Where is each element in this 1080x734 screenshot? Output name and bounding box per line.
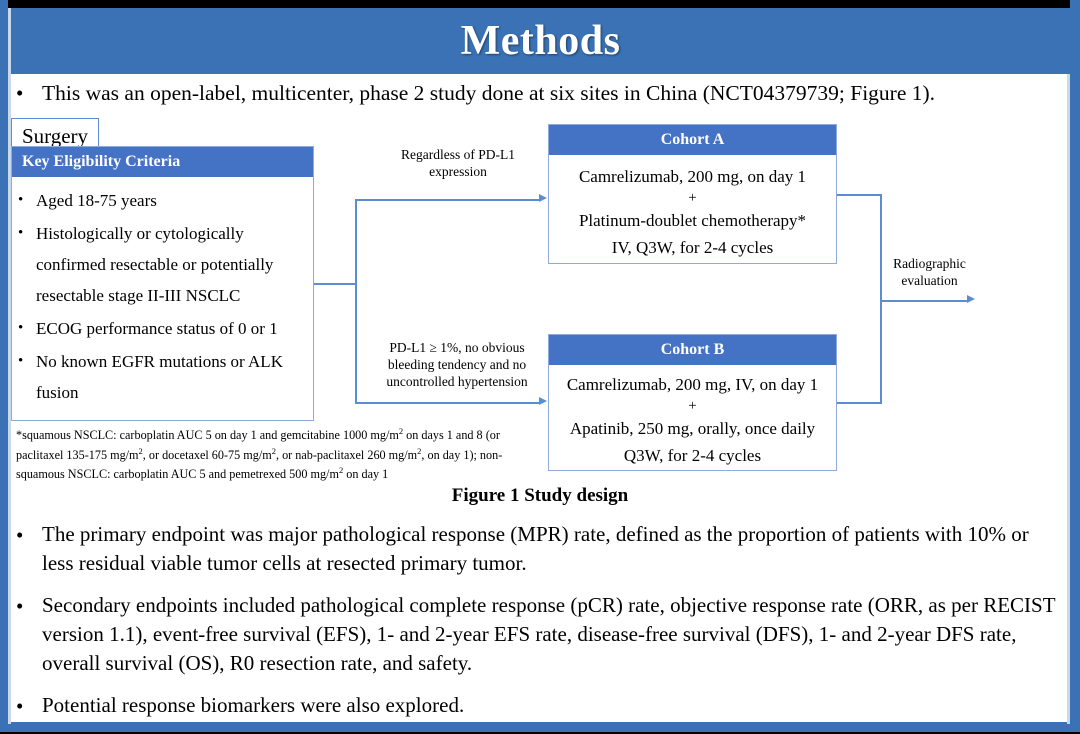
list-item: • Secondary endpoints included pathologi… <box>16 591 1062 678</box>
footnote-part-2: on days 1 and 8 (or paclitaxel 135-175 m… <box>16 428 500 462</box>
cohort-b-line-2: Apatinib, 250 mg, orally, once daily <box>569 419 816 438</box>
bullet-marker-icon: • <box>18 192 24 208</box>
eligibility-item-text: ECOG performance status of 0 or 1 <box>36 319 278 338</box>
list-item: • ECOG performance status of 0 or 1 <box>18 313 307 344</box>
bullet-marker-icon: • <box>16 594 24 618</box>
list-item: • Potential response biomarkers were als… <box>16 691 1062 721</box>
endpoints-bullet-list: • The primary endpoint was major patholo… <box>16 520 1062 734</box>
footnote-part-4: , or nab-paclitaxel 260 mg/m <box>275 447 418 462</box>
cohort-a-header: Cohort A <box>549 125 836 155</box>
bullet-marker-icon: • <box>18 353 24 369</box>
connector-cohort-b-out <box>837 402 882 404</box>
footnote-part-5: , on day 1); non-squamous NSCLC: carbopl… <box>16 447 503 482</box>
cohort-b-line-1: Camrelizumab, 200 mg, IV, on day 1 <box>566 375 819 394</box>
list-item: • Histologically or cytologically confir… <box>18 218 307 311</box>
edge-label-upper: Regardless of PD-L1 expression <box>401 147 515 179</box>
frame-bottom-border <box>0 722 1080 732</box>
footnote-part-6: on day 1 <box>343 467 389 482</box>
secondary-endpoints-text: Secondary endpoints included pathologica… <box>42 593 1056 675</box>
slide-title-band: Methods <box>11 8 1070 74</box>
eligibility-criteria-box: Key Eligibility Criteria • Aged 18-75 ye… <box>11 146 314 421</box>
bullet-marker-icon: • <box>16 694 24 718</box>
edge-label-lower: PD-L1 ≥ 1%, no obvious bleeding tendency… <box>386 340 528 389</box>
frame-top-border <box>0 0 1080 8</box>
list-item: • The primary endpoint was major patholo… <box>16 520 1062 578</box>
cohort-b-plus: + <box>688 398 697 414</box>
footnote-sup-3: 2 <box>271 445 276 456</box>
eligibility-header: Key Eligibility Criteria <box>12 147 313 177</box>
cohort-a-line-1: Camrelizumab, 200 mg, on day 1 <box>578 167 807 186</box>
intro-bullet-text: This was an open-label, multicenter, pha… <box>42 81 936 105</box>
cohort-b-box: Cohort B Camrelizumab, 200 mg, IV, on da… <box>548 334 837 471</box>
list-item: • Aged 18-75 years <box>18 185 307 216</box>
page-title: Methods <box>460 18 621 64</box>
connector-trunk-vertical-down <box>355 283 357 403</box>
cohort-a-line-3: IV, Q3W, for 2-4 cycles <box>611 238 774 257</box>
footnote-sup-1: 2 <box>398 426 404 436</box>
biomarkers-text: Potential response biomarkers were also … <box>42 693 465 717</box>
bullet-marker-icon: • <box>18 320 24 336</box>
connector-trunk-horizontal <box>314 283 356 285</box>
connector-merge-vertical <box>880 194 882 403</box>
connector-lower-branch <box>355 402 540 404</box>
frame-inner-hairline-left <box>8 8 11 724</box>
cohort-a-box: Cohort A Camrelizumab, 200 mg, on day 1 … <box>548 124 837 264</box>
connector-upper-branch <box>355 199 540 201</box>
bullet-marker-icon: • <box>18 225 24 241</box>
eligibility-item-text: Histologically or cytologically confirme… <box>36 224 274 305</box>
edge-label-radiographic-evaluation: Radiographic evaluation <box>893 256 966 288</box>
study-design-diagram: Regardless of PD-L1 expression PD-L1 ≥ 1… <box>11 118 1070 488</box>
connector-cohort-a-out <box>837 194 882 196</box>
footnote-part-3: , or docetaxel 60-75 mg/m <box>142 447 272 462</box>
cohort-a-body: Camrelizumab, 200 mg, on day 1 + Platinu… <box>549 155 836 269</box>
bullet-marker-icon: • <box>16 81 24 105</box>
list-item: • No known EGFR mutations or ALK fusion <box>18 346 307 408</box>
cohort-a-plus: + <box>688 190 697 206</box>
figure-caption: Figure 1 Study design <box>451 485 629 506</box>
frame-right-border <box>1070 0 1080 732</box>
eligibility-item-text: Aged 18-75 years <box>36 191 157 210</box>
bullet-marker-icon: • <box>16 523 24 547</box>
frame-inner-hairline-right <box>1067 8 1070 724</box>
footnote-sup-4: 2 <box>417 445 422 456</box>
intro-bullet: • This was an open-label, multicenter, p… <box>16 78 1062 108</box>
cohort-b-body: Camrelizumab, 200 mg, IV, on day 1 + Apa… <box>549 365 836 475</box>
footnote-part-1: *squamous NSCLC: carboplatin AUC 5 on da… <box>16 428 399 443</box>
eligibility-list: • Aged 18-75 years • Histologically or c… <box>12 177 313 414</box>
footnote-sup-5: 2 <box>338 465 344 476</box>
chemotherapy-footnote: *squamous NSCLC: carboplatin AUC 5 on da… <box>16 424 536 483</box>
arrow-to-surgery-icon <box>967 295 975 303</box>
connector-trunk-vertical-up <box>355 199 357 284</box>
connector-to-surgery <box>880 300 969 302</box>
primary-endpoint-text: The primary endpoint was major pathologi… <box>42 522 1029 575</box>
arrow-to-cohort-b-icon <box>539 397 547 405</box>
cohort-b-line-3: Q3W, for 2-4 cycles <box>623 446 762 465</box>
arrow-to-cohort-a-icon <box>539 194 547 202</box>
footnote-sup-2: 2 <box>138 445 143 456</box>
cohort-a-line-2: Platinum-doublet chemotherapy* <box>578 211 807 230</box>
eligibility-item-text: No known EGFR mutations or ALK fusion <box>36 352 283 402</box>
cohort-b-header: Cohort B <box>549 335 836 365</box>
frame-left-border <box>0 0 8 732</box>
